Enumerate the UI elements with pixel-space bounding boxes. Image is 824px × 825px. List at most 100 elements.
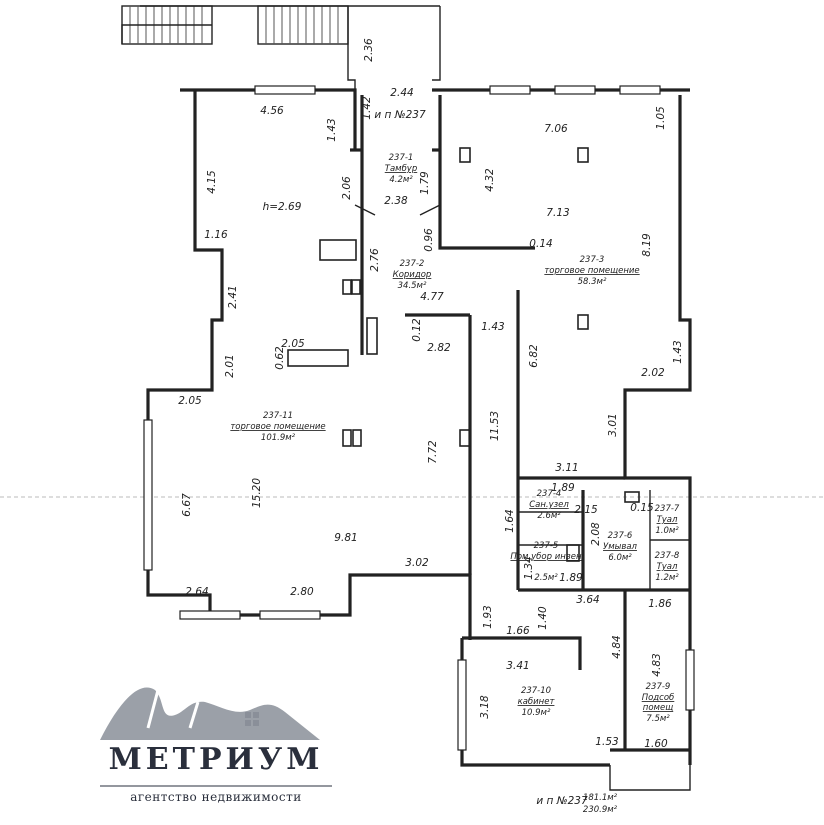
dimension-21: 4.77 — [420, 291, 444, 303]
room-id: 237-5 — [534, 541, 559, 551]
dimension-3: 1.42 — [361, 96, 373, 120]
dimension-35: 3.11 — [555, 462, 578, 474]
brand-tagline: агентство недвижимости — [130, 790, 302, 804]
dimension-2: 2.44 — [390, 87, 413, 99]
dimension-28: 0.62 — [274, 346, 286, 370]
dimension-41: 2.08 — [590, 522, 602, 546]
stairs — [121, 5, 441, 95]
dimension-1: 2.36 — [363, 38, 375, 62]
room-id: 237-1 — [389, 153, 414, 163]
dimension-14: 7.13 — [546, 207, 569, 219]
dimension-51: 1.66 — [506, 625, 530, 637]
room-id: 237-2 — [400, 259, 425, 269]
dimension-37: 6.67 — [181, 493, 193, 517]
dimension-53: 4.84 — [611, 635, 623, 658]
dimension-4: 4.56 — [260, 105, 284, 117]
dimension-45: 1.89 — [559, 572, 583, 584]
room-name: Тамбур — [385, 164, 417, 174]
total-area-2: 230.9м² — [583, 805, 618, 815]
apartment-title: и п №237 — [374, 109, 426, 121]
dimension-19: 8.19 — [641, 233, 653, 257]
dimension-5: 1.43 — [326, 118, 338, 141]
room-area: 58.3м² — [578, 277, 607, 287]
room-area: 2.5м² — [534, 573, 558, 583]
dimension-25: 2.82 — [427, 342, 451, 354]
room-id: 237-7 — [655, 504, 680, 514]
room-id: 237-3 — [580, 255, 605, 265]
dimension-16: 0.96 — [423, 228, 435, 252]
room-name: помещ — [643, 703, 673, 713]
room-area: 101.9м² — [261, 433, 296, 443]
room-id: 237-8 — [655, 551, 680, 561]
apartment-footer: и п №237 — [536, 795, 588, 807]
dimension-55: 3.41 — [506, 660, 529, 672]
room-id: 237-10 — [521, 686, 551, 696]
dimension-11: 1.79 — [419, 171, 431, 195]
room-name: Туал — [657, 562, 678, 572]
dimension-32: 3.01 — [607, 413, 619, 436]
dimension-52: 1.86 — [648, 598, 672, 610]
logo-mark — [100, 687, 332, 787]
total-area-1: 181.1м² — [583, 793, 618, 803]
dimension-12: 2.38 — [384, 195, 408, 207]
dimension-13: 4.32 — [484, 168, 496, 192]
dimension-40: 1.64 — [504, 509, 516, 532]
dimension-30: 1.43 — [672, 340, 684, 363]
dimension-59: 0.15 — [630, 502, 654, 514]
room-name: кабинет — [518, 697, 556, 707]
dimension-38: 15.20 — [251, 478, 263, 508]
windows — [143, 85, 695, 751]
dimension-7: 1.05 — [655, 106, 667, 130]
room-name: торговое помещение — [544, 266, 639, 276]
dimension-50: 1.40 — [537, 606, 549, 630]
dimension-6: 7.06 — [544, 123, 568, 135]
dimension-44: 3.02 — [405, 557, 429, 569]
dimension-54: 4.83 — [651, 653, 663, 676]
room-area: 4.2м² — [389, 175, 413, 185]
dimension-10: 2.06 — [341, 176, 353, 200]
dimension-29: 2.02 — [641, 367, 665, 379]
dimension-57: 1.53 — [595, 736, 618, 748]
room-name: Пом.убор инвен — [510, 552, 582, 562]
dimension-31: 2.05 — [178, 395, 202, 407]
dimension-24: 2.05 — [281, 338, 305, 350]
room-id: 237-4 — [537, 489, 562, 499]
room-id: 237-6 — [608, 531, 633, 541]
dimension-23: 1.43 — [481, 321, 504, 333]
room-name: Подсоб — [642, 693, 675, 703]
dimension-47: 2.64 — [185, 586, 208, 598]
room-area: 2.6м² — [537, 511, 561, 521]
dimension-48: 2.80 — [290, 586, 314, 598]
dimension-58: 1.60 — [644, 738, 668, 750]
room-name: Туал — [657, 515, 678, 525]
dimension-9: h=2.69 — [263, 201, 302, 213]
dimension-49: 1.93 — [482, 605, 494, 628]
dimension-27: 2.01 — [224, 354, 236, 377]
dimension-34: 11.53 — [489, 411, 501, 441]
room-area: 6.0м² — [608, 553, 632, 563]
dimension-39: 2.15 — [574, 504, 598, 516]
dimension-22: 0.12 — [411, 318, 423, 342]
room-name: Коридор — [393, 270, 432, 280]
dimension-33: 7.72 — [427, 440, 439, 464]
room-area: 7.5м² — [646, 714, 670, 724]
dimension-36: 1.89 — [551, 482, 575, 494]
dimension-18: 2.76 — [369, 248, 381, 272]
columns — [287, 147, 640, 562]
room-area: 1.2м² — [655, 573, 679, 583]
room-name: Умывал — [603, 542, 638, 552]
room-id: 237-9 — [646, 682, 671, 692]
room-area: 10.9м² — [522, 708, 551, 718]
dimension-20: 2.41 — [227, 285, 239, 308]
